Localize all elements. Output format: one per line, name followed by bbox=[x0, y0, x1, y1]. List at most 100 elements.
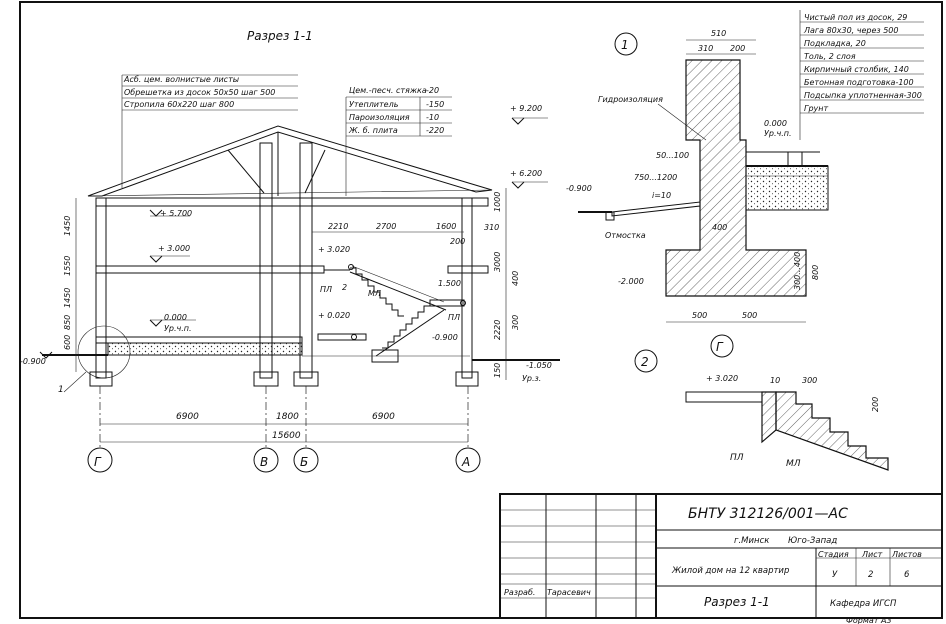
second-floor-slab bbox=[95, 265, 325, 274]
node1-footing-h: 300...400 bbox=[793, 252, 802, 290]
level-marks: + 9.200 + 6.200 + 5.700 + 3.000 + 3.020 … bbox=[20, 104, 552, 383]
right-dim-1000: 1000 bbox=[493, 192, 502, 212]
left-dim-850: 850 bbox=[63, 315, 72, 330]
level-3020: + 3.020 bbox=[318, 245, 350, 254]
staircase bbox=[317, 264, 466, 363]
attic-slab bbox=[95, 197, 489, 207]
node1-layer-7: Грунт bbox=[804, 104, 829, 113]
stamp-title: Разрез 1-1 bbox=[704, 595, 770, 609]
right-dim-3000: 3000 bbox=[493, 252, 502, 272]
stamp-city: г.Минск bbox=[734, 536, 770, 546]
node1-level-m2000: -2.000 bbox=[618, 277, 644, 286]
left-dim-1450a: 1450 bbox=[63, 216, 72, 236]
slab-spec-1-value: -150 bbox=[426, 100, 444, 109]
node1-dim-200: 200 bbox=[730, 44, 745, 53]
slab-spec-2-name: Пароизоляция bbox=[349, 113, 410, 122]
stamp-sheet: 2 bbox=[868, 570, 873, 580]
section-1-1: Разрез 1-1 bbox=[20, 29, 560, 473]
span-dim-6900b: 6900 bbox=[372, 412, 395, 422]
node1-slope: i=10 bbox=[652, 191, 671, 200]
node2-pl: ПЛ bbox=[730, 453, 744, 463]
wall-axis-g bbox=[95, 197, 107, 379]
slab-spec-0-name: Цем.-песч. стяжка bbox=[349, 86, 427, 95]
node1-floor-fill bbox=[745, 165, 829, 211]
roof-spec-1: Обрешетка из досок 50х50 шаг 500 bbox=[124, 88, 275, 97]
total-dim: 15600 bbox=[272, 431, 301, 441]
node1-layer-0: Чистый пол из досок, 29 bbox=[804, 13, 907, 22]
node1-wall-400: 400 bbox=[712, 223, 727, 232]
left-dim-1550: 1550 bbox=[63, 256, 72, 276]
right-small-200: 200 bbox=[450, 237, 465, 246]
node2-d200: 200 bbox=[871, 397, 880, 412]
span-dim-1800: 1800 bbox=[276, 412, 299, 422]
right-small-400: 400 bbox=[511, 271, 520, 286]
level-3000: + 3.000 bbox=[158, 244, 190, 253]
node1-level-upn: Ур.ч.п. bbox=[764, 129, 792, 138]
stamp-sheet-h: Лист bbox=[861, 550, 883, 559]
stamp-role: Разраб. bbox=[504, 588, 535, 597]
node1-d750-1200: 750...1200 bbox=[634, 173, 677, 182]
stamp-sheets: 6 bbox=[904, 570, 910, 580]
callout-node-1 bbox=[77, 325, 131, 379]
slab-spec-3-value: -220 bbox=[426, 126, 444, 135]
node-1-detail: 1 510 310 200 Чистый пол из дос bbox=[566, 10, 924, 358]
node2-ml: МЛ bbox=[786, 459, 801, 469]
level-0020: + 0.020 bbox=[318, 311, 350, 320]
sheet-frame bbox=[19, 1, 943, 619]
callout-one: 1 bbox=[58, 385, 64, 395]
roof-slope bbox=[87, 125, 493, 197]
level-6200: + 6.200 bbox=[510, 169, 542, 178]
stair-tag-two: 2 bbox=[342, 283, 347, 292]
node1-layers: Чистый пол из досок, 29 Лага 80х30, чере… bbox=[799, 10, 924, 140]
node1-footing-total: 800 bbox=[811, 265, 820, 280]
stamp-author: Тарасевич bbox=[547, 588, 591, 597]
left-dim-1450b: 1450 bbox=[63, 288, 72, 308]
stamp-project: Жилой дом на 12 квартир bbox=[671, 566, 789, 576]
node2-number: 2 bbox=[641, 355, 649, 369]
node1-foundation bbox=[665, 59, 807, 297]
node-2-detail: 2 + 3.020 10 300 200 ПЛ МЛ bbox=[634, 349, 889, 471]
node1-layer-6: Подсыпка уплотненная-300 bbox=[804, 91, 922, 100]
right-dim-150: 150 bbox=[493, 363, 502, 378]
stamp-dept: Кафедра ИГСП bbox=[830, 599, 897, 609]
node1-dim-510: 510 bbox=[711, 29, 726, 38]
level-5700: + 5.700 bbox=[160, 209, 192, 218]
stair-tag-ml: МЛ bbox=[368, 289, 381, 298]
node1-bottom-500b: 500 bbox=[742, 311, 757, 320]
node1-d50-100: 50...100 bbox=[656, 151, 689, 160]
level-1500: 1.500 bbox=[438, 279, 461, 288]
level-upz: Ур.з. bbox=[522, 374, 541, 383]
section-title: Разрез 1-1 bbox=[247, 29, 313, 43]
node1-waterproofing: Гидроизоляция bbox=[598, 95, 663, 104]
right-dim-2220: 2220 bbox=[493, 320, 502, 340]
node1-blind-area: Отмостка bbox=[605, 231, 646, 240]
stair-dim-2700: 2700 bbox=[376, 222, 396, 231]
node2-level: + 3.020 bbox=[706, 374, 738, 383]
wall-axis-v bbox=[259, 142, 273, 379]
stair-tag-pl-a: ПЛ bbox=[320, 285, 332, 294]
axis-a: А bbox=[461, 455, 470, 469]
node1-layer-1: Лага 80х30, через 500 bbox=[803, 26, 898, 35]
stamp-sheets-h: Листов bbox=[891, 550, 922, 559]
node1-axis: Г bbox=[716, 340, 724, 354]
level-9200: + 9.200 bbox=[510, 104, 542, 113]
level-m1050: -1.050 bbox=[526, 361, 552, 370]
node2-stair bbox=[775, 391, 889, 471]
node2-d300: 300 bbox=[802, 376, 817, 385]
level-upn: Ур.ч.п. bbox=[164, 324, 192, 333]
node1-level-0000: 0.000 bbox=[764, 119, 787, 128]
stair-tag-pl-b: ПЛ bbox=[448, 313, 460, 322]
axis-g: Г bbox=[94, 455, 102, 469]
slab-spec-3-name: Ж. б. плита bbox=[348, 126, 398, 135]
roof-spec-0: Асб. цем. волнистые листы bbox=[123, 75, 239, 84]
floor-prep bbox=[107, 342, 303, 356]
right-small-300: 300 bbox=[511, 315, 520, 330]
node1-layer-2: Подкладка, 20 bbox=[804, 39, 866, 48]
title-block: БНТУ 312126/001—АС г.Минск Юго-Запад Жил… bbox=[499, 493, 943, 619]
stamp-stage-h: Стадия bbox=[818, 550, 849, 559]
wall-axis-b bbox=[299, 142, 313, 379]
axis-v: В bbox=[260, 455, 268, 469]
node1-dim-310: 310 bbox=[698, 44, 713, 53]
slab-spec-2-value: -10 bbox=[426, 113, 439, 122]
